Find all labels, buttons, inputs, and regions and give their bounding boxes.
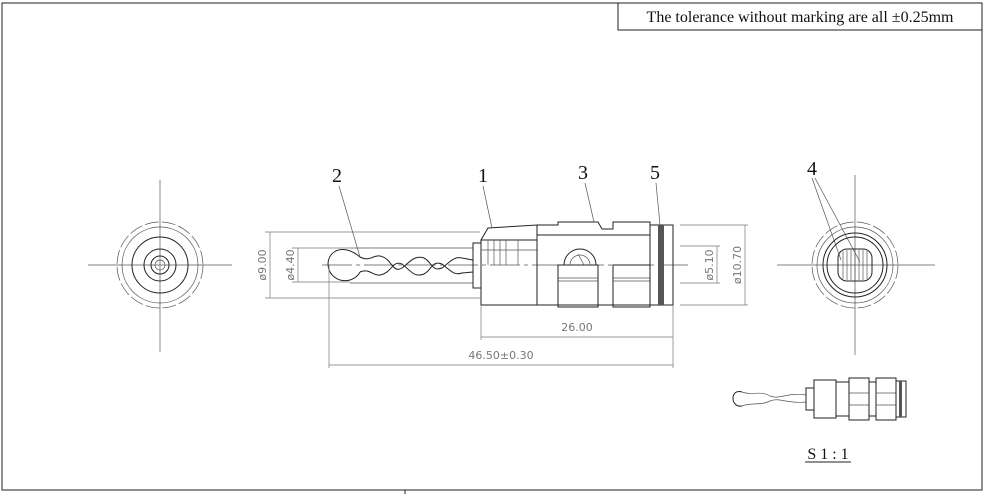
ring-part-5	[649, 224, 674, 306]
scale-view: S 1 : 1	[732, 377, 907, 463]
scale-label: S 1 : 1	[807, 446, 848, 463]
label-5: 5	[650, 162, 660, 184]
label-1: 1	[478, 165, 488, 187]
right-end-view	[777, 175, 935, 355]
dim-pin-inner: ø4.40	[284, 249, 297, 280]
dimensions: ø9.00 ø4.40 ø5.10 ø10.70 26.00 46.50±0.3…	[256, 224, 748, 368]
label-2: 2	[332, 165, 342, 187]
label-3: 3	[578, 162, 588, 184]
dim-total-length: 46.50±0.30	[468, 349, 533, 362]
left-end-view	[88, 180, 232, 352]
dim-hole: ø5.10	[703, 249, 716, 280]
label-4: 4	[807, 158, 817, 180]
nut-part-3	[536, 221, 651, 308]
part-labels: 1 2 3 4 5	[332, 158, 861, 263]
tolerance-note-box: The tolerance without marking are all ±0…	[617, 2, 983, 31]
tolerance-note: The tolerance without marking are all ±0…	[647, 9, 954, 26]
main-side-view	[322, 221, 692, 308]
dim-body-length: 26.00	[561, 321, 593, 334]
dim-pin-outer: ø9.00	[256, 249, 269, 280]
dim-body: ø10.70	[731, 246, 744, 284]
pin-part-2	[327, 247, 474, 284]
